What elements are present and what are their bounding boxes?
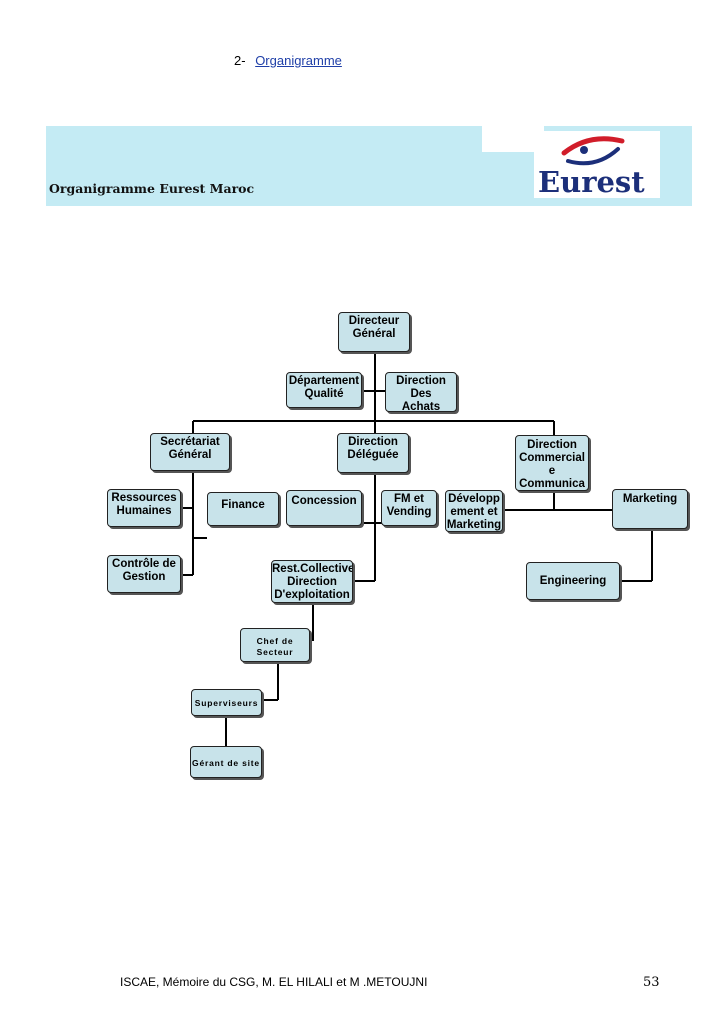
- page-number: 53: [643, 975, 660, 990]
- box-marketing: Marketing: [612, 489, 688, 529]
- box-developpement-marketing: Développ ement et Marketing: [445, 490, 503, 532]
- logo-wordmark: Eurest: [538, 165, 645, 198]
- box-superviseurs: Superviseurs: [191, 689, 262, 716]
- box-ressources-humaines: Ressources Humaines: [107, 489, 181, 527]
- banner-title: Organigramme Eurest Maroc: [49, 181, 255, 196]
- section-number: 2-: [234, 53, 246, 68]
- eurest-logo: Eurest: [534, 131, 660, 199]
- banner-notch: [482, 126, 544, 152]
- box-finance: Finance: [207, 492, 279, 526]
- section-heading: 2- Organigramme: [234, 53, 342, 68]
- box-fm-vending: FM et Vending: [381, 490, 437, 526]
- box-directeur-general: Directeur Général: [338, 312, 410, 352]
- box-controle-gestion: Contrôle de Gestion: [107, 555, 181, 593]
- box-direction-achats: Direction Des Achats: [385, 372, 457, 412]
- box-engineering: Engineering: [526, 562, 620, 600]
- section-title-link[interactable]: Organigramme: [255, 53, 342, 68]
- box-secretariat-general: Secrétariat Général: [150, 433, 230, 471]
- box-rest-collective: Rest.Collective Direction D'exploitation: [271, 560, 353, 603]
- box-concession: Concession: [286, 490, 362, 526]
- box-direction-deleguee: Direction Déléguée: [337, 433, 409, 473]
- box-chef-secteur: Chef de Secteur: [240, 628, 310, 662]
- box-direction-commercial: Direction Commercial e Communica: [515, 435, 589, 491]
- box-gerant-site: Gérant de site: [190, 746, 262, 778]
- box-departement-qualite: Département Qualité: [286, 372, 362, 408]
- footer-text: ISCAE, Mémoire du CSG, M. EL HILALI et M…: [120, 975, 428, 989]
